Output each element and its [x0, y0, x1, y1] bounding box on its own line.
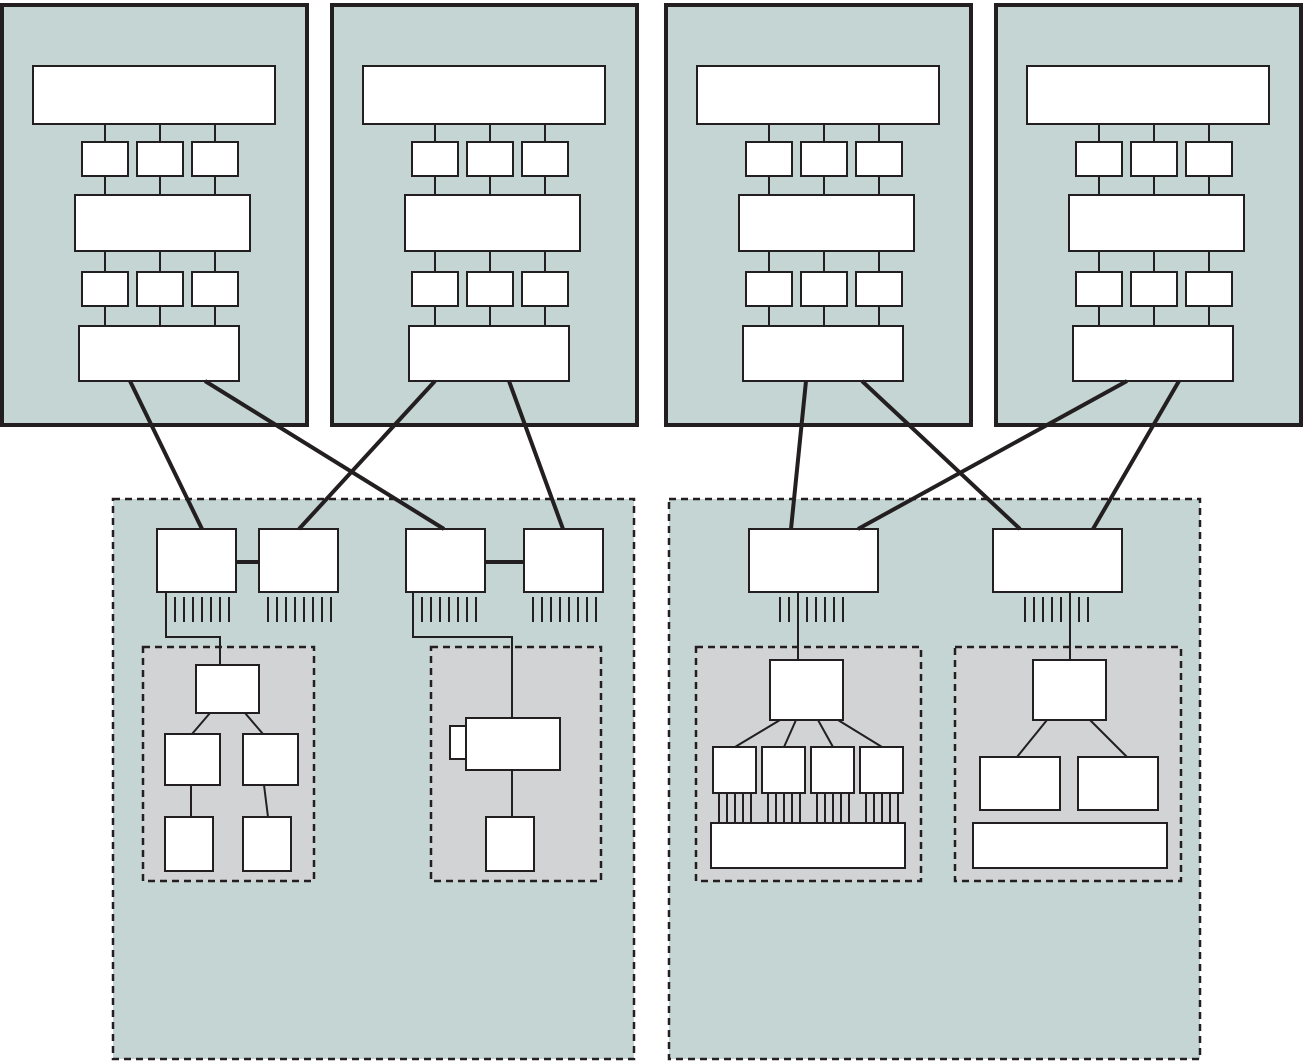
- switch-block: [748, 528, 879, 593]
- service-enclosure: [953, 622, 1183, 883]
- module-block: [800, 141, 848, 177]
- top-bus-block: [696, 65, 940, 125]
- top-bus-block: [362, 65, 606, 125]
- port-pins: [165, 592, 332, 622]
- module-block: [855, 141, 903, 177]
- switch-block: [156, 528, 237, 593]
- network-interface-block: [742, 325, 904, 382]
- server-block: [979, 756, 1061, 811]
- storage-module-block: [810, 746, 855, 794]
- hub-block: [195, 664, 260, 714]
- port-pins: [779, 592, 1089, 622]
- module-block: [745, 271, 793, 307]
- server-block: [1077, 756, 1159, 811]
- module-block: [521, 271, 569, 307]
- device-block: [164, 816, 214, 872]
- switch-block: [405, 528, 486, 593]
- disk-links: [718, 793, 899, 823]
- interconnect-links: [128, 379, 1181, 531]
- switch-block: [992, 528, 1123, 593]
- peripheral-enclosure: [412, 622, 603, 883]
- switch-block: [523, 528, 604, 593]
- controller-block: [1032, 659, 1107, 721]
- network-interface-block: [78, 325, 240, 382]
- module-block: [466, 271, 514, 307]
- storage-array-enclosure: [694, 622, 923, 883]
- switch-block: [258, 528, 339, 593]
- compute-node-3: [664, 3, 973, 427]
- disk-shelf-block: [710, 822, 906, 869]
- module-block: [855, 271, 903, 307]
- top-bus-block: [1026, 65, 1270, 125]
- top-bus-block: [32, 65, 276, 125]
- module-block: [745, 141, 793, 177]
- module-block: [191, 271, 239, 307]
- compute-node-2: [330, 3, 639, 427]
- module-block: [1130, 271, 1178, 307]
- port-pins: [412, 592, 597, 622]
- module-block: [191, 141, 239, 177]
- device-block: [242, 733, 299, 786]
- compute-node-1: [0, 3, 309, 427]
- disk-shelf-block: [972, 822, 1168, 869]
- controller-block: [769, 659, 844, 721]
- network-interface-block: [408, 325, 570, 382]
- middle-bus-block: [404, 194, 581, 252]
- module-block: [411, 141, 459, 177]
- device-block: [485, 816, 535, 872]
- device-block: [242, 816, 292, 872]
- module-block: [521, 141, 569, 177]
- module-block: [136, 141, 184, 177]
- module-block: [1185, 141, 1233, 177]
- module-block: [81, 271, 129, 307]
- module-block: [1130, 141, 1178, 177]
- device-tree-enclosure: [141, 622, 316, 883]
- module-block: [136, 271, 184, 307]
- module-block: [1185, 271, 1233, 307]
- compute-node-4: [994, 3, 1303, 427]
- module-block: [81, 141, 129, 177]
- storage-module-block: [859, 746, 904, 794]
- camera-body-block: [465, 717, 561, 771]
- middle-bus-block: [1068, 194, 1245, 252]
- module-block: [466, 141, 514, 177]
- switch-group-right: [667, 497, 1202, 1061]
- switch-group-left: [111, 497, 636, 1061]
- module-block: [411, 271, 459, 307]
- device-block: [164, 733, 221, 786]
- middle-bus-block: [74, 194, 251, 252]
- middle-bus-block: [738, 194, 915, 252]
- module-block: [1075, 271, 1123, 307]
- camera-lens-block: [449, 725, 468, 760]
- network-interface-block: [1072, 325, 1234, 382]
- storage-module-block: [761, 746, 806, 794]
- storage-module-block: [712, 746, 757, 794]
- module-block: [800, 271, 848, 307]
- module-block: [1075, 141, 1123, 177]
